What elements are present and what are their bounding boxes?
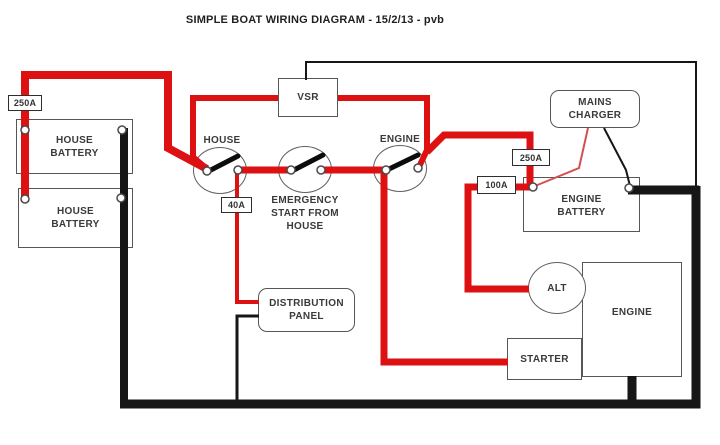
mains-charger-box <box>550 90 640 128</box>
engine-box <box>582 262 682 377</box>
starter-box <box>507 338 582 380</box>
house-battery-1-box <box>16 119 133 174</box>
distribution-panel-box <box>258 288 355 332</box>
alternator-circle <box>528 262 586 314</box>
house-battery-2-box <box>18 188 133 248</box>
engine-switch-circle <box>373 145 427 192</box>
engine-battery-box <box>523 177 640 232</box>
house-switch-circle <box>193 147 247 194</box>
vsr-box <box>278 78 338 117</box>
emergency-switch-circle <box>278 146 332 193</box>
